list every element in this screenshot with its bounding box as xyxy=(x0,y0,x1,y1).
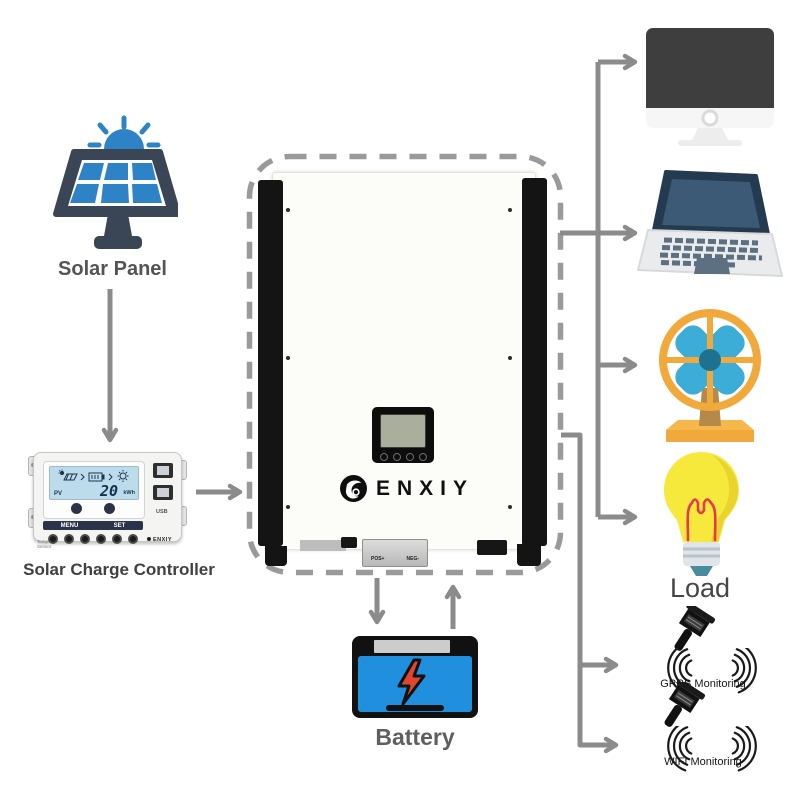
screw xyxy=(508,208,512,212)
lcd-pv-label: PV xyxy=(54,491,63,497)
charge-controller: PV 20 kWh MENU SET ENXIY USB Temp. Senso… xyxy=(28,448,188,549)
monitor-logo-circle xyxy=(701,109,719,127)
controller-button xyxy=(104,503,115,514)
inverter-right-rail xyxy=(522,178,547,546)
sun-icon xyxy=(87,115,161,148)
laptop-trackpad xyxy=(694,258,730,274)
gprs-dongle-icon xyxy=(674,606,716,651)
inverter-foot xyxy=(265,546,287,566)
lcd-value: 20 xyxy=(99,482,118,500)
enxiy-logo-icon xyxy=(340,475,367,502)
monitor-base xyxy=(678,140,742,146)
light-bulb-icon xyxy=(664,452,739,576)
inverter-bottom-part xyxy=(477,540,507,555)
terminal xyxy=(112,534,122,544)
monitor-screen-bottom xyxy=(646,88,774,108)
panel-cells xyxy=(70,163,162,203)
controller-menu-bar: MENU SET xyxy=(43,521,143,530)
screw xyxy=(286,505,290,509)
gprs-waves-icon xyxy=(667,648,757,694)
inverter-brand-text: ENXIY xyxy=(376,476,475,500)
battery-icon xyxy=(352,636,478,718)
fan-cage xyxy=(659,309,761,411)
inverter-display xyxy=(372,407,434,463)
wifi-waves-icon xyxy=(667,726,757,772)
terminal xyxy=(64,534,74,544)
inverter-terminal-block: POS+ NEG- xyxy=(362,539,428,567)
monitor-stand xyxy=(692,128,728,140)
controller-brand: ENXIY xyxy=(147,537,172,543)
display-button xyxy=(406,453,414,461)
laptop-screen xyxy=(662,179,760,228)
terminal xyxy=(128,534,138,544)
menu-button-label: MENU xyxy=(60,522,79,529)
usb-port xyxy=(153,485,173,500)
controller-screen-panel: PV 20 kWh xyxy=(43,461,145,519)
inverter-body xyxy=(272,172,536,550)
usb-port xyxy=(153,463,173,478)
bulb-shade xyxy=(711,455,738,542)
terminal xyxy=(80,534,90,544)
neg-terminal-label: NEG- xyxy=(406,556,420,562)
display-button xyxy=(380,453,388,461)
fan-blades xyxy=(675,325,745,395)
fan-base-front xyxy=(666,430,754,442)
battery-top-bar xyxy=(374,640,450,653)
bulb-screw-base xyxy=(683,542,720,566)
fan-hub xyxy=(699,349,721,371)
screw xyxy=(286,356,290,360)
battery-notch xyxy=(386,705,444,711)
display-button xyxy=(419,453,427,461)
lcd-status-icons xyxy=(58,469,129,482)
battery-label: Battery xyxy=(375,724,455,750)
solar-panel-label: Solar Panel xyxy=(58,258,167,280)
desktop-monitor-icon xyxy=(646,28,774,146)
lcd-unit-label: kWh xyxy=(123,490,135,496)
inverter-foot xyxy=(517,544,541,566)
screw xyxy=(508,505,512,509)
controller-body: PV 20 kWh MENU SET ENXIY USB Temp. Senso… xyxy=(33,452,182,549)
controller-lcd: PV 20 kWh xyxy=(49,466,139,500)
laptop-icon xyxy=(637,170,783,277)
controller-button xyxy=(71,503,82,514)
inverter-bottom-part xyxy=(341,537,357,548)
wifi-monitoring-label: WIFI Monitoring xyxy=(664,756,742,768)
pos-terminal-label: POS+ xyxy=(371,556,385,562)
load-label: Load xyxy=(669,573,731,603)
inverter-left-rail xyxy=(258,180,283,546)
solar-panel-icon xyxy=(53,115,178,249)
inverter-lcd xyxy=(380,414,426,448)
charge-controller-label: Solar Charge Controller xyxy=(23,560,215,579)
inverter-bottom-part xyxy=(300,540,346,551)
lightning-bolt-icon xyxy=(397,658,426,706)
arrow-to-wifi xyxy=(561,432,619,754)
inverter: ENXIY POS+ NEG- xyxy=(255,170,551,572)
set-button-label: SET xyxy=(113,522,126,529)
wifi-dongle-icon xyxy=(664,682,706,727)
sun-body xyxy=(104,128,144,149)
panel-base xyxy=(94,236,142,249)
screw xyxy=(508,356,512,360)
panel-stand xyxy=(104,214,132,236)
temp-sensor-label: Temp. Sensor xyxy=(37,539,52,549)
terminal xyxy=(48,534,58,544)
terminal xyxy=(96,534,106,544)
screw xyxy=(286,208,290,212)
display-button xyxy=(393,453,401,461)
usb-label: USB xyxy=(156,509,168,515)
bulb-filament xyxy=(686,498,717,542)
inverter-logo-row: ENXIY xyxy=(340,475,474,502)
bulb-tip xyxy=(690,566,713,576)
bulb-screw-threads xyxy=(683,547,720,558)
fan-icon xyxy=(659,309,761,442)
